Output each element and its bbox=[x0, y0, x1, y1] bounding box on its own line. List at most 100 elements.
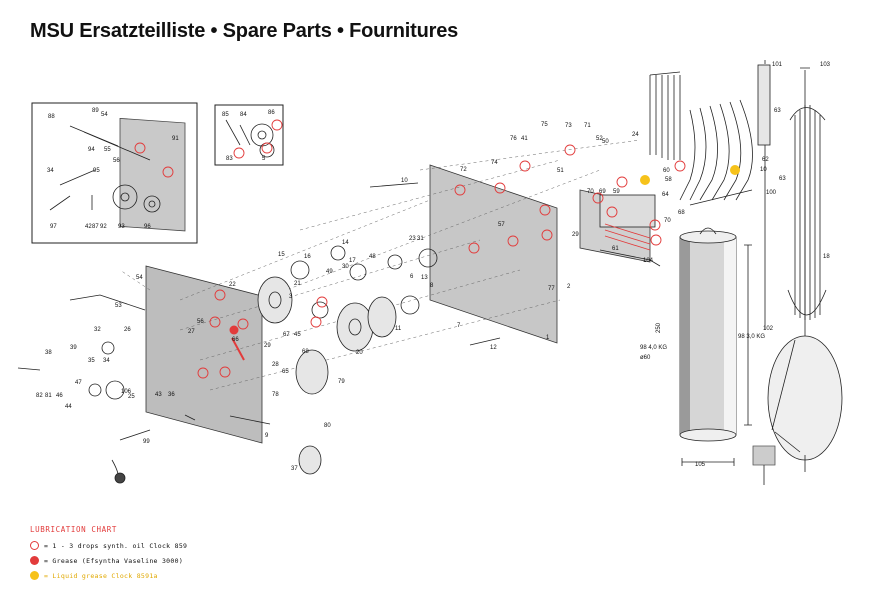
part-label: 82 bbox=[36, 393, 43, 399]
legend-row-grease: = Grease (Efsyntha Vaseline 3000) bbox=[30, 555, 187, 566]
part-label: 8 bbox=[430, 283, 434, 289]
part-label: 44 bbox=[65, 404, 72, 410]
lubrication-markers bbox=[134, 119, 740, 379]
part-label: 73 bbox=[565, 123, 572, 129]
part-label: 99 bbox=[143, 439, 150, 445]
part-label: 22 bbox=[229, 282, 236, 288]
part-label: 101 bbox=[772, 62, 783, 68]
part-label: 63 bbox=[779, 176, 786, 182]
part-label: 17 bbox=[349, 258, 356, 264]
part-label: 67 bbox=[283, 332, 290, 338]
part-label: 28 bbox=[272, 362, 279, 368]
part-label: 10 bbox=[760, 167, 767, 173]
part-label: 35 bbox=[88, 358, 95, 364]
part-label: 32 bbox=[94, 327, 101, 333]
part-label: 103 bbox=[820, 62, 831, 68]
part-label: 87 bbox=[92, 224, 99, 230]
part-label: 54 bbox=[136, 275, 143, 281]
part-label: 84 bbox=[240, 112, 247, 118]
legend-row-oil: = 1 - 3 drops synth. oil Clock 859 bbox=[30, 540, 187, 551]
pendulum-bob bbox=[767, 335, 843, 461]
parts-illustration bbox=[17, 60, 843, 485]
part-label: 69 bbox=[599, 189, 606, 195]
part-label: 15 bbox=[278, 252, 285, 258]
liquid-grease-point bbox=[730, 165, 740, 175]
part-label: 91 bbox=[172, 136, 179, 142]
part-label: 23 bbox=[409, 236, 416, 242]
part-label: 104 bbox=[643, 258, 654, 264]
part-label: 2 bbox=[567, 284, 571, 290]
part-label: 1 bbox=[546, 335, 550, 341]
part-label: 66 bbox=[232, 337, 239, 343]
oil-ring-icon bbox=[30, 541, 39, 550]
lubrication-chart: LUBRICATION CHART = 1 - 3 drops synth. o… bbox=[30, 525, 187, 585]
part-label: 13 bbox=[421, 275, 428, 281]
part-label: 9 bbox=[265, 433, 269, 439]
part-label: 38 bbox=[45, 350, 52, 356]
inset-frame-small bbox=[214, 104, 284, 166]
liquid-grease-dot-icon bbox=[30, 571, 39, 580]
part-label: 85 bbox=[222, 112, 229, 118]
part-label: 37 bbox=[291, 466, 298, 472]
part-label: 24 bbox=[632, 132, 639, 138]
part-label: 34 bbox=[47, 168, 54, 174]
part-label: 77 bbox=[548, 286, 555, 292]
part-label: 70 bbox=[664, 218, 671, 224]
legend-row-liquid-grease: = Liquid grease Clock 8591a bbox=[30, 570, 187, 581]
legend-text-oil: = 1 - 3 drops synth. oil Clock 859 bbox=[44, 541, 188, 550]
oil-rings bbox=[134, 119, 686, 379]
part-label: 27 bbox=[188, 329, 195, 335]
part-label: 30 bbox=[342, 264, 349, 270]
part-label: 95 bbox=[93, 168, 100, 174]
part-label: 79 bbox=[338, 379, 345, 385]
part-label: 3 bbox=[289, 294, 293, 300]
part-label: 43 bbox=[155, 392, 162, 398]
part-label: 46 bbox=[56, 393, 63, 399]
part-label: 25 bbox=[128, 394, 135, 400]
part-label: 74 bbox=[491, 160, 498, 166]
part-label: 59 bbox=[613, 189, 620, 195]
part-label: 89 bbox=[92, 108, 99, 114]
part-label: 18 bbox=[823, 254, 830, 260]
part-label: 49 bbox=[326, 269, 333, 275]
part-label: 29 bbox=[572, 232, 579, 238]
part-label: 64 bbox=[662, 192, 669, 198]
part-label: 105 bbox=[695, 462, 706, 468]
part-label: 93 bbox=[118, 224, 125, 230]
pendulum-grid bbox=[787, 105, 827, 320]
legend-text-liquid-grease: = Liquid grease Clock 8591a bbox=[44, 571, 158, 580]
legend-text-grease: = Grease (Efsyntha Vaseline 3000) bbox=[44, 556, 184, 565]
part-label: 86 bbox=[268, 110, 275, 116]
lubrication-chart-title: LUBRICATION CHART bbox=[30, 525, 117, 534]
part-label: 29 bbox=[264, 343, 271, 349]
part-label: 45 bbox=[294, 332, 301, 338]
part-label: 11 bbox=[395, 326, 402, 332]
grease-point bbox=[229, 325, 239, 335]
part-label: 80 bbox=[324, 423, 331, 429]
part-label: 52 bbox=[596, 136, 603, 142]
part-label: 98 4,0 KG bbox=[640, 345, 667, 351]
weight-shell bbox=[679, 227, 737, 442]
part-label: ø60 bbox=[640, 355, 651, 361]
part-label: 83 bbox=[226, 156, 233, 162]
part-label: 20 bbox=[356, 350, 363, 356]
pendulum-leader bbox=[757, 64, 771, 146]
part-label: 48 bbox=[369, 254, 376, 260]
part-label: 47 bbox=[75, 380, 82, 386]
chime-rods bbox=[679, 99, 753, 206]
part-label: 42 bbox=[85, 224, 92, 230]
part-label: 75 bbox=[541, 122, 548, 128]
part-label: 51 bbox=[557, 168, 564, 174]
part-label: 97 bbox=[50, 224, 57, 230]
part-label: 34 bbox=[103, 358, 110, 364]
part-label: 88 bbox=[48, 114, 55, 120]
part-label: 10 bbox=[401, 178, 408, 184]
part-label: 56 bbox=[197, 319, 204, 325]
part-label: 55 bbox=[104, 147, 111, 153]
part-label: 100 bbox=[766, 190, 777, 196]
wheels bbox=[88, 245, 438, 400]
part-label: 56 bbox=[113, 158, 120, 164]
